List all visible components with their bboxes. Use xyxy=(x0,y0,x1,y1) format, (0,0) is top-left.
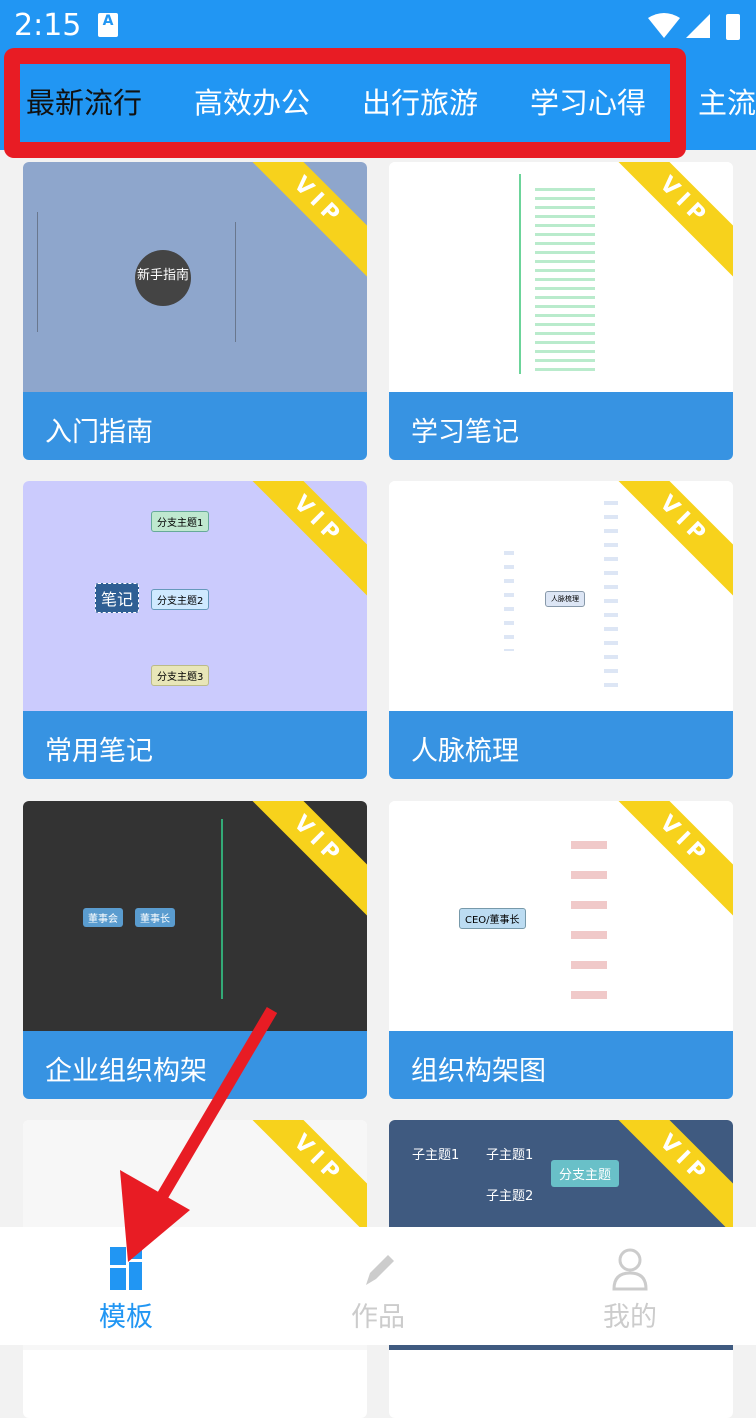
status-time: 2:15 xyxy=(14,8,82,43)
center-node: 董事会 xyxy=(83,908,123,927)
node: 子主题1 xyxy=(412,1148,460,1163)
node: 子主题2 xyxy=(486,1189,534,1204)
tab-study[interactable]: 学习心得 xyxy=(530,86,647,120)
template-card[interactable]: CEO/董事长 VIP 组织构架图 xyxy=(389,801,733,1099)
bottom-nav: 模板 作品 我的 xyxy=(0,1227,756,1345)
center-node: 人脉梳理 xyxy=(545,591,585,607)
card-title: 学习笔记 xyxy=(389,392,733,460)
tab-office[interactable]: 高效办公 xyxy=(194,86,311,120)
status-bar: 2:15 A xyxy=(0,0,756,52)
nav-me[interactable]: 我的 xyxy=(570,1247,690,1334)
card-title: 企业组织构架 xyxy=(23,1031,367,1099)
node: 子主题1 xyxy=(486,1148,534,1163)
tab-travel[interactable]: 出行旅游 xyxy=(362,86,479,120)
thumbnail xyxy=(389,162,733,392)
tab-mainstream[interactable]: 主流 xyxy=(698,86,756,120)
template-card[interactable]: VIP 学习笔记 xyxy=(389,162,733,460)
center-node: CEO/董事长 xyxy=(459,908,526,929)
template-card[interactable]: 人脉梳理 VIP 人脉梳理 xyxy=(389,481,733,779)
wifi-icon xyxy=(648,13,680,38)
nav-label: 我的 xyxy=(603,1302,657,1333)
center-node: 笔记 xyxy=(95,583,140,613)
grid-icon xyxy=(104,1247,148,1291)
card-title: 入门指南 xyxy=(23,392,367,460)
card-title: 组织构架图 xyxy=(389,1031,733,1099)
thumbnail: 人脉梳理 xyxy=(389,481,733,711)
battery-icon xyxy=(726,14,740,40)
notification-icon: A xyxy=(98,13,118,37)
node: 分支主题 xyxy=(551,1160,620,1187)
user-icon xyxy=(608,1247,652,1291)
category-tabs: 最新流行 高效办公 出行旅游 学习心得 主流 xyxy=(0,52,756,150)
template-card[interactable]: 董事会 董事长 VIP 企业组织构架 xyxy=(23,801,367,1099)
branch-node: 分支主题1 xyxy=(151,511,210,532)
system-status-icons xyxy=(648,13,740,40)
tab-latest[interactable]: 最新流行 xyxy=(26,86,143,120)
card-title: 人脉梳理 xyxy=(389,711,733,779)
nav-templates[interactable]: 模板 xyxy=(66,1247,186,1334)
nav-label: 作品 xyxy=(351,1302,405,1333)
branch-node: 分支主题2 xyxy=(151,589,210,610)
card-title: 常用笔记 xyxy=(23,711,367,779)
center-node: 新手指南 xyxy=(135,250,191,306)
template-card[interactable]: 新手指南 VIP 入门指南 xyxy=(23,162,367,460)
branch-node: 分支主题3 xyxy=(151,665,210,686)
sub-node: 董事长 xyxy=(135,908,175,927)
template-card[interactable]: 笔记 分支主题1 分支主题2 分支主题3 VIP 常用笔记 xyxy=(23,481,367,779)
nav-works[interactable]: 作品 xyxy=(318,1247,438,1334)
signal-icon xyxy=(686,14,710,38)
pencil-ruler-icon xyxy=(356,1247,400,1291)
nav-label: 模板 xyxy=(99,1302,153,1333)
